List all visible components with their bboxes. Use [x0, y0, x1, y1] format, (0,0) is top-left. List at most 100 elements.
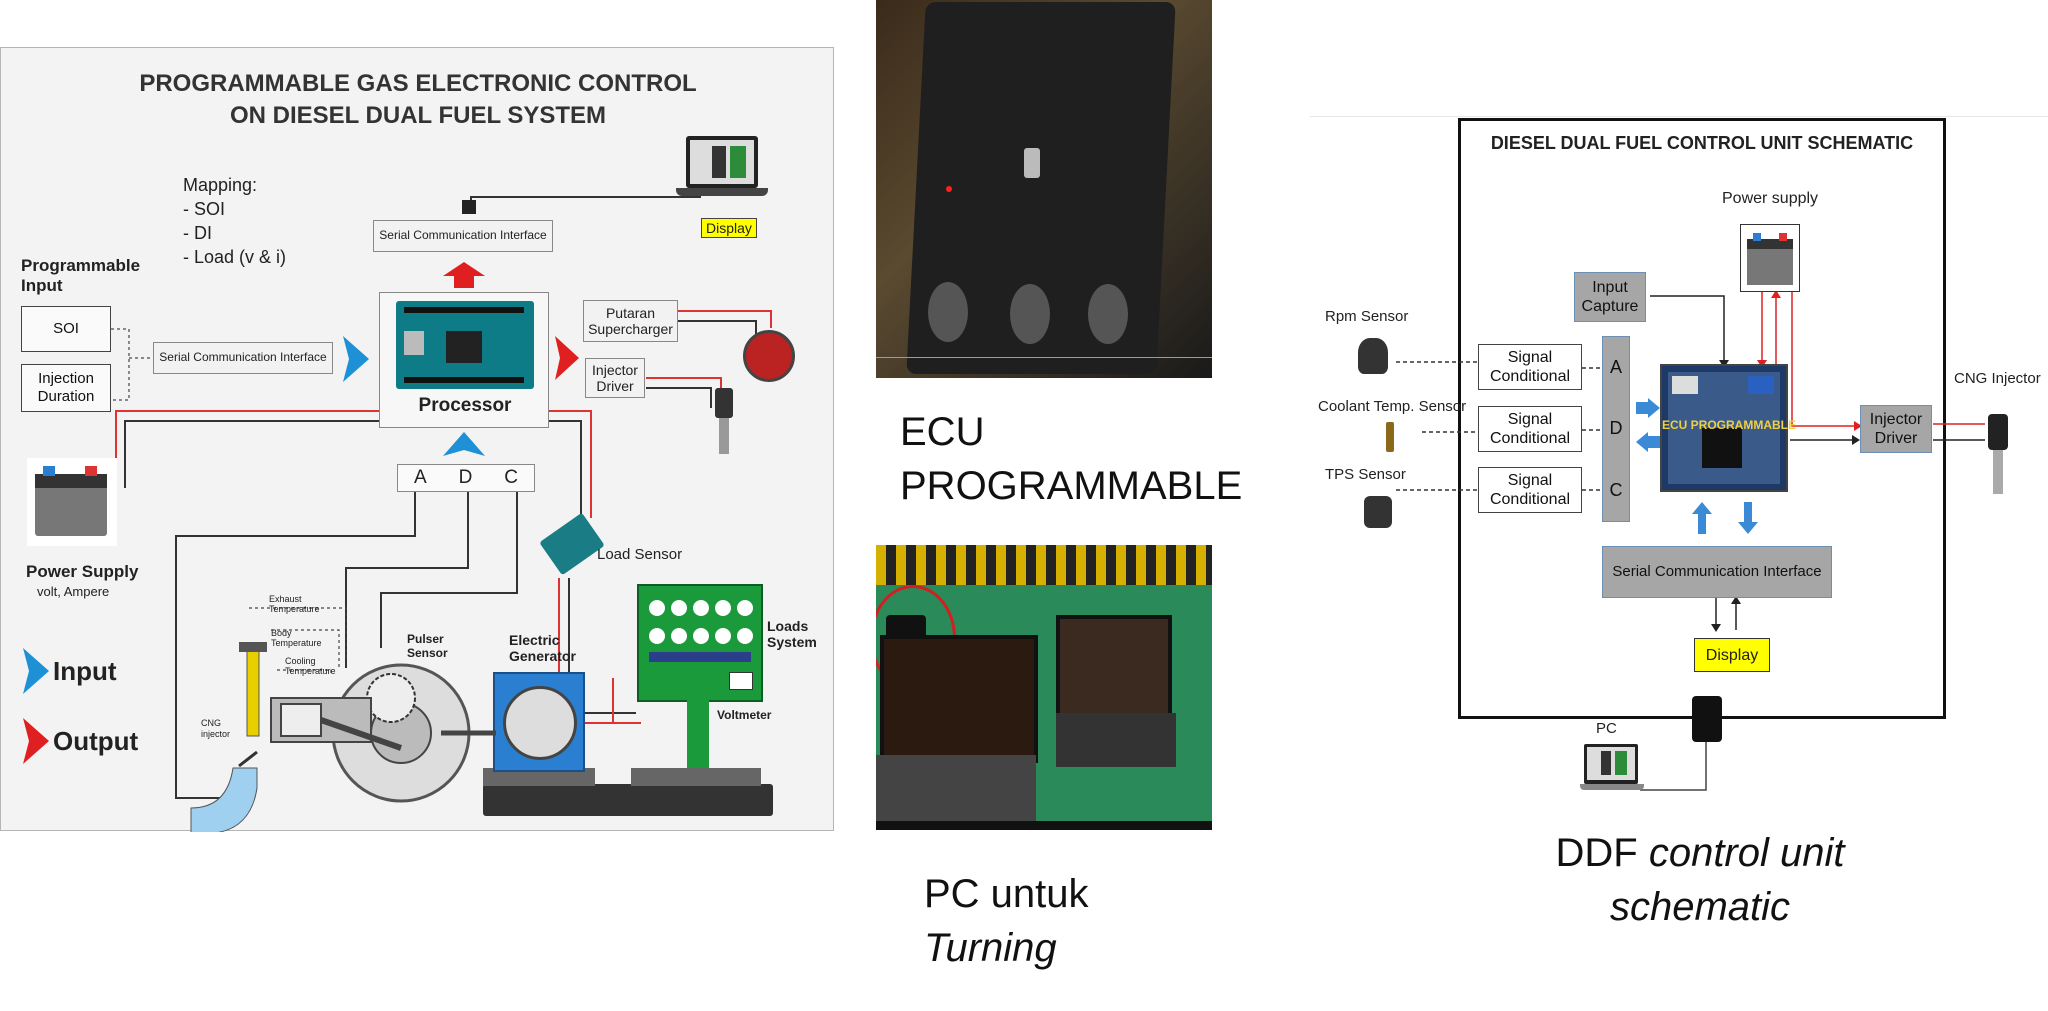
right-pc-label: PC: [1596, 720, 1617, 737]
caption-ecu-line2: PROGRAMMABLE: [900, 464, 1243, 508]
caption-pc-line1: PC untuk: [924, 872, 1089, 916]
injection-duration-line2: Duration: [37, 388, 95, 405]
caption-ecu: ECU PROGRAMMABLE: [900, 405, 1242, 513]
processor-label: Processor: [418, 395, 512, 416]
mapping-item-soi: - SOI: [183, 199, 226, 219]
injector-icon-left: [711, 388, 735, 460]
load-lamps: [649, 600, 753, 662]
body-temp-label: Body Temperature: [271, 628, 322, 648]
loads-system-line2: System: [767, 634, 817, 650]
electric-generator-line1: Electric: [509, 632, 560, 648]
right-pc-icon: [1580, 744, 1644, 794]
input-capture-line2: Capture: [1581, 298, 1639, 315]
serial-comm-top: Serial Communication Interface: [373, 220, 553, 252]
generator-base: [483, 768, 595, 786]
tps-sensor-label: TPS Sensor: [1325, 466, 1406, 483]
cooling-temp-label: Cooling Temperature: [285, 656, 336, 676]
injector-driver-box-left: Injector Driver: [585, 358, 645, 398]
input-capture-box: Input Capture: [1574, 272, 1646, 322]
cng-injector-left-label: CNG injector: [201, 718, 230, 740]
pulser-sensor-label: Pulser Sensor: [407, 632, 448, 660]
usb-plug-icon: [1692, 696, 1722, 742]
electric-generator-icon: [493, 672, 585, 772]
right-input-arrow-to-ecu: [1636, 398, 1660, 418]
right-arrow-up-serial: [1692, 502, 1712, 534]
signal-3-line1: Signal: [1507, 471, 1553, 489]
signal-3-line2: Conditional: [1489, 491, 1571, 508]
mapping-list: Mapping: - SOI - DI - Load (v & i): [183, 173, 286, 269]
adc-left-a: A: [413, 467, 427, 489]
pc-tuning-photo: [876, 545, 1212, 830]
left-display-badge: Display: [701, 218, 757, 238]
injector-driver-left-line2: Driver: [596, 378, 634, 394]
mapping-item-di: - DI: [183, 223, 212, 243]
exhaust-temp-label: Exhaust Temperature: [269, 594, 320, 614]
legend-output-label: Output: [53, 726, 139, 756]
body-temp-line2: Temperature: [271, 638, 322, 648]
signal-1-line2: Conditional: [1489, 368, 1571, 385]
cooling-temp-line2: Temperature: [285, 666, 336, 676]
putaran-line1: Putaran: [605, 304, 656, 321]
input-arrow-right: [343, 336, 369, 382]
serial-comm-right-box: Serial Communication Interface: [1602, 546, 1832, 598]
ecu-box-photo: [876, 0, 1212, 378]
loads-system-line1: Loads: [767, 618, 809, 634]
signal-2-line2: Conditional: [1489, 430, 1571, 447]
electric-generator-label: Electric Generator: [509, 632, 576, 664]
processor-block: Processor: [379, 292, 549, 428]
tps-sensor-icon: [1364, 496, 1392, 528]
injection-duration-line1: Injection: [38, 370, 94, 387]
right-diagram-top-rule: [1310, 116, 2048, 117]
supercharger-icon: [743, 330, 795, 382]
ecu-programmable-label: ECU PROGRAMMABLE: [1662, 418, 1796, 432]
adc-box-right: A D C: [1602, 336, 1630, 522]
legend-input-label: Input: [53, 656, 117, 686]
cng-injector-left-line1: CNG: [201, 718, 221, 728]
input-arrow-up: [443, 432, 485, 456]
power-supply-left-label: Power Supply: [26, 562, 139, 581]
power-supply-right-label: Power supply: [1722, 190, 1819, 207]
caption-ddf-italic-line2: schematic: [1609, 885, 1791, 929]
laptop-icon: [676, 136, 776, 201]
battery-icon-right: [1740, 224, 1800, 292]
right-output-arrow-from-ecu: [1636, 432, 1660, 452]
coolant-sensor-icon: [1386, 422, 1394, 452]
signal-conditional-box-2: Signal Conditional: [1478, 406, 1582, 452]
cng-injector-right-icon: [1986, 414, 2010, 504]
legend-input-arrow: [23, 648, 49, 694]
loads-system-label: Loads System: [767, 618, 817, 650]
adc-left-c: C: [504, 467, 518, 489]
voltmeter-label: Voltmeter: [717, 708, 772, 722]
adc-right-c: C: [1609, 479, 1623, 500]
electric-generator-line2: Generator: [509, 648, 576, 664]
signal-conditional-box-1: Signal Conditional: [1478, 344, 1582, 390]
putaran-supercharger-box: Putaran Supercharger: [583, 300, 678, 342]
injector-driver-box-right: Injector Driver: [1860, 405, 1932, 453]
injector-driver-right-line2: Driver: [1874, 430, 1918, 447]
programmable-input-line1: Programmable: [21, 256, 141, 275]
caption-ecu-line1: ECU: [900, 410, 985, 454]
signal-2-line1: Signal: [1507, 410, 1553, 428]
adc-right-a: A: [1609, 356, 1622, 377]
loads-base: [631, 768, 761, 786]
left-title-line1: PROGRAMMABLE GAS ELECTRONIC CONTROL: [139, 70, 697, 97]
base-platform: [483, 784, 773, 816]
putaran-line2: Supercharger: [588, 321, 673, 337]
rpm-sensor-icon: [1358, 338, 1388, 374]
pulser-sensor-line1: Pulser: [407, 632, 444, 646]
caption-pc: PC untuk Turning: [924, 867, 1089, 975]
power-supply-left-sub: volt, Ampere: [37, 584, 110, 599]
caption-ddf-prefix: DDF: [1555, 831, 1638, 875]
loads-system-stand: [687, 698, 709, 780]
caption-ddf-italic-line1: control unit: [1648, 831, 1845, 875]
ecu-programmable-board: ECU PROGRAMMABLE: [1660, 364, 1796, 492]
adc-right-d: D: [1609, 418, 1623, 439]
body-temp-line1: Body: [271, 628, 292, 638]
coolant-sensor-label: Coolant Temp. Sensor: [1318, 398, 1467, 415]
cooling-temp-line1: Cooling: [285, 656, 316, 666]
output-arrow-up: [443, 262, 485, 288]
programmable-input-line2: Input: [21, 276, 63, 295]
legend-output-arrow: [23, 718, 49, 764]
left-diagram-panel: PROGRAMMABLE GAS ELECTRONIC CONTROL ON D…: [0, 47, 834, 832]
